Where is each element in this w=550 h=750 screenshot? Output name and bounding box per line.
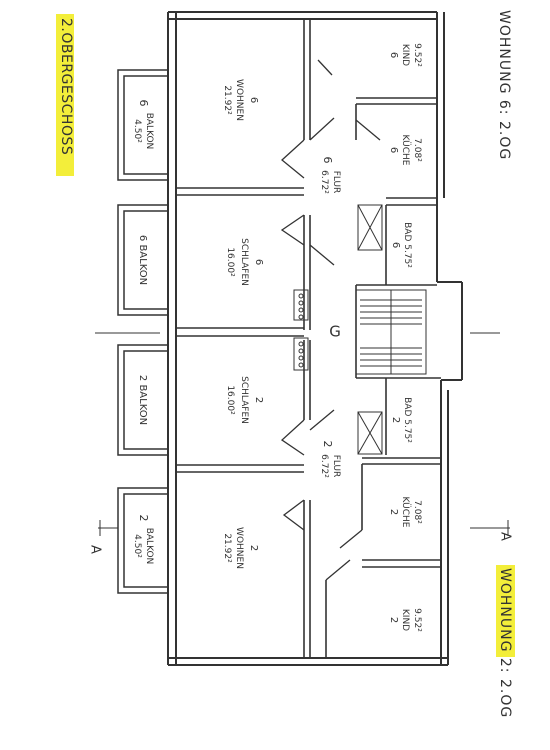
kitchen-counters — [293, 289, 309, 371]
room-name: WOHNEN — [234, 79, 244, 121]
room-name: KIND — [400, 609, 410, 631]
room-number: 2 — [388, 509, 399, 515]
room-area: 4.50² — [132, 119, 142, 143]
room-name: BAD 5.75² — [402, 397, 412, 443]
room-wohnen-6: 6 WOHNEN 21.92² — [222, 79, 259, 121]
room-number: 2 — [388, 617, 399, 623]
room-bad-6: 6 BAD 5.75² — [390, 222, 412, 268]
room-schlafen-6: 6 SCHLAFEN 16.00² — [225, 238, 264, 286]
room-area: 7.08² — [412, 138, 422, 162]
room-name: BALKON — [144, 528, 154, 565]
section-mark-right: A — [498, 532, 513, 541]
room-schlafen-2: 2 SCHLAFEN 16.00² — [225, 376, 264, 424]
room-area: 21.92² — [222, 85, 232, 115]
room-name: KÜCHE — [400, 135, 411, 166]
room-area: 16.00² — [225, 247, 235, 277]
room-area: 21.92² — [222, 533, 232, 563]
section-lines — [95, 332, 510, 536]
apartment-6-heading: WOHNUNG 6: 2.OG — [496, 10, 512, 160]
room-name: FLUR — [331, 455, 341, 478]
room-area: 7.08² — [412, 500, 422, 524]
room-number: 2 — [137, 515, 150, 522]
stairwell-label: G — [329, 323, 341, 341]
apartment-2-heading-suffix: 2.OG — [497, 674, 513, 719]
room-number: 6 — [388, 52, 399, 58]
room-area: 9.52² — [412, 608, 422, 632]
floor-heading-highlight — [56, 14, 74, 176]
room-flur-2: 2 FLUR 6.72² — [319, 441, 341, 479]
building-walls — [167, 11, 463, 666]
balcony-2-bottom: 2 BALKON 4.50² — [132, 515, 154, 565]
room-number: 6 — [388, 147, 399, 153]
room-area: 6.72² — [319, 454, 329, 478]
apartment-2-heading: WOHNUNG 2: 2.OG — [497, 568, 513, 718]
room-number: 2 — [248, 545, 259, 551]
floor-heading: 2.OBERGESCHOSS — [58, 18, 74, 155]
room-kueche-6: 6 KÜCHE 7.08² — [388, 135, 422, 166]
apartment-2-heading-prefix: WOHNUNG 2: — [497, 568, 513, 674]
room-name: SCHLAFEN — [239, 376, 249, 424]
balcony-6-top: 6 BALKON 4.50² — [132, 100, 154, 150]
room-name: BALKON — [144, 113, 154, 150]
room-name: FLUR — [331, 171, 341, 194]
room-flur-6: 6 FLUR 6.72² — [319, 157, 341, 195]
room-number: 6 — [248, 97, 259, 103]
balcony-6-mid: 6 BALKON — [137, 235, 148, 285]
room-area: 16.00² — [225, 385, 235, 415]
room-kind-2: 2 KIND 9.52² — [388, 608, 422, 632]
room-kueche-2: 2 KÜCHE 7.08² — [388, 497, 422, 528]
room-name: 2 BALKON — [137, 375, 148, 425]
apt2-heading-highlight — [496, 565, 515, 657]
staircase — [355, 289, 427, 375]
room-area: 6.72² — [319, 170, 329, 194]
room-number: 6 — [390, 242, 401, 248]
room-name: BAD 5.75² — [402, 222, 412, 268]
door-swings — [280, 59, 381, 581]
room-wohnen-2: 2 WOHNEN 21.92² — [222, 527, 259, 569]
room-area: 4.50² — [132, 534, 142, 558]
interior-walls — [176, 19, 441, 658]
room-number: 2 — [321, 441, 334, 448]
room-number: 6 — [321, 157, 334, 164]
room-name: 6 BALKON — [137, 235, 148, 285]
room-bad-2: 2 BAD 5.75² — [390, 397, 412, 443]
balcony-2-mid: 2 BALKON — [137, 375, 148, 425]
room-name: KIND — [400, 44, 410, 66]
room-number: 6 — [137, 100, 150, 107]
room-area: 9.52² — [412, 43, 422, 67]
balconies — [117, 69, 169, 594]
room-number: 2 — [390, 417, 401, 423]
room-name: KÜCHE — [400, 497, 411, 528]
room-name: WOHNEN — [234, 527, 244, 569]
room-name: SCHLAFEN — [239, 238, 249, 286]
room-number: 6 — [253, 259, 264, 265]
room-kind-6: 6 KIND 9.52² — [388, 43, 422, 67]
bathroom-fixtures — [357, 204, 383, 455]
section-mark-left: A — [88, 545, 103, 554]
room-number: 2 — [253, 397, 264, 403]
